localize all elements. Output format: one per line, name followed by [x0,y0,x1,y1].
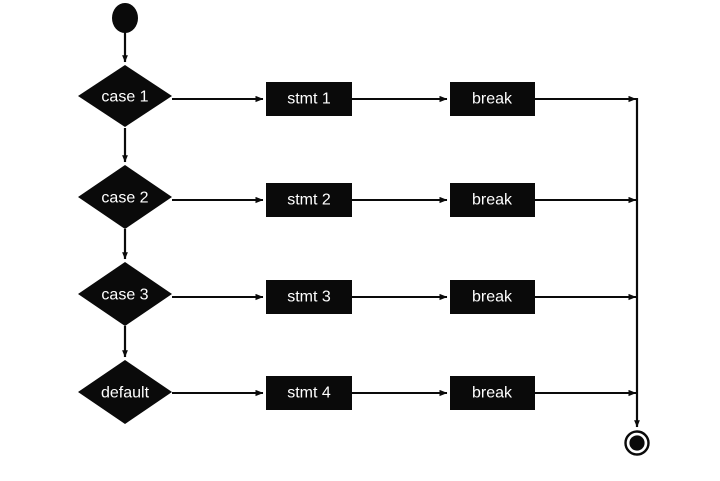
action-break-1[interactable] [450,82,535,116]
action-break-3[interactable] [450,280,535,314]
action-break-4[interactable] [450,376,535,410]
final-state-ring [624,430,650,456]
decision-default[interactable] [78,360,172,424]
decision-case-3[interactable] [78,262,172,326]
final-state-core [629,435,645,451]
action-stmt-1[interactable] [266,82,352,116]
action-stmt-2[interactable] [266,183,352,217]
action-stmt-3[interactable] [266,280,352,314]
action-break-2[interactable] [450,183,535,217]
final-state-node [624,430,650,456]
action-stmt-4[interactable] [266,376,352,410]
decision-case-1[interactable] [78,65,172,127]
decision-case-2[interactable] [78,165,172,229]
initial-state-node [112,3,138,33]
